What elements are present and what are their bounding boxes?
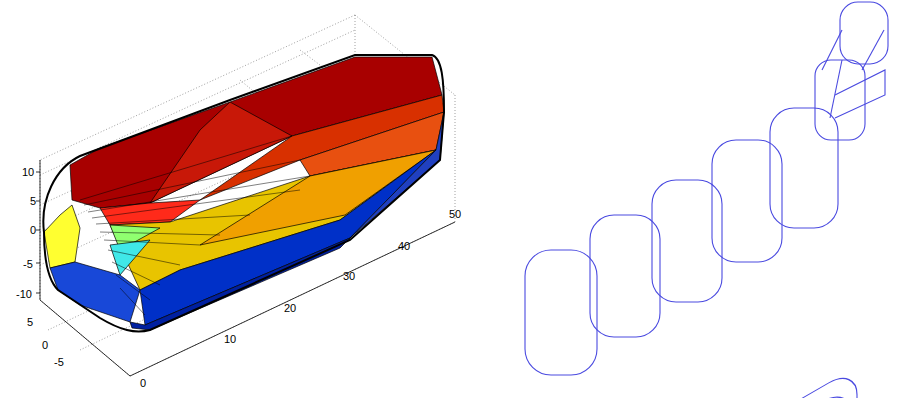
- hull-solid: [44, 57, 444, 330]
- axis-tick-label: -5: [54, 357, 64, 368]
- axis-tick-label: 10: [224, 334, 236, 345]
- axis-tick-label: 0: [42, 340, 48, 351]
- axes-grid: [40, 15, 455, 376]
- axis-tick-label: -5: [23, 259, 33, 270]
- hull-fan-edges: [80, 136, 310, 315]
- axis-tick-label: 5: [30, 196, 36, 207]
- axis-tick-label: 0: [30, 225, 36, 236]
- axis-tick-label: 0: [140, 378, 146, 389]
- axis-tick-label: 40: [398, 241, 410, 252]
- axis-tick-label: 30: [343, 271, 355, 282]
- axis-tick-label: 5: [27, 317, 33, 328]
- axis-tick-label: 50: [449, 209, 461, 220]
- wireframe: [522, 2, 888, 398]
- hull-outline: [43, 55, 444, 332]
- axis-tick-label: 10: [22, 167, 34, 178]
- axis-tick-label: -10: [16, 289, 32, 300]
- axis-tick-label: 20: [284, 303, 296, 314]
